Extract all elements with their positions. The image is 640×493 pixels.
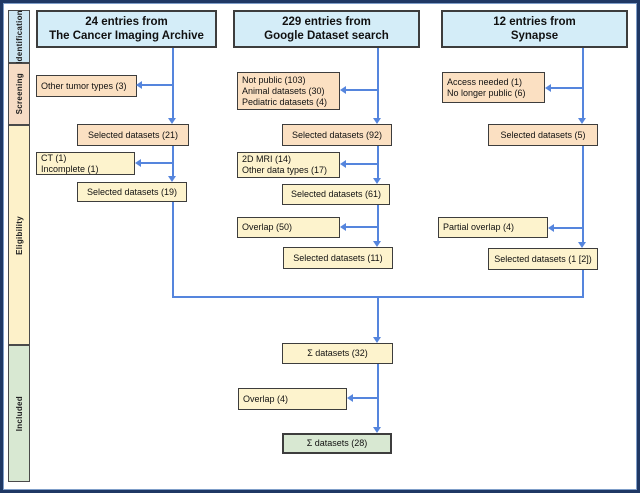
box-line: Selected datasets (61)	[290, 189, 382, 199]
box-line: Other tumor types (3)	[41, 80, 127, 91]
box-tcia-exclusion-eligibility: CT (1) Incomplete (1)	[36, 152, 135, 175]
arrow-down-icon	[373, 118, 381, 124]
stage-screening: Screening	[8, 63, 30, 125]
box-overlap-final: Overlap (4)	[238, 388, 347, 410]
connector-line	[172, 202, 174, 298]
arrow-down-icon	[578, 118, 586, 124]
box-synapse-selected-screening: Selected datasets (5)	[488, 124, 598, 146]
box-line: No longer public (6)	[447, 87, 526, 98]
header-synapse: 12 entries from Synapse	[441, 10, 628, 48]
arrow-down-icon	[168, 176, 176, 182]
header-google-line2: Google Dataset search	[264, 30, 389, 42]
box-included-datasets: Σ datasets (28)	[282, 433, 392, 454]
header-synapse-line1: 12 entries from	[493, 16, 576, 28]
box-google-selected-eligibility: Selected datasets (61)	[282, 184, 390, 205]
box-google-exclusion-eligibility: 2D MRI (14) Other data types (17)	[237, 152, 340, 178]
connector-line	[377, 205, 379, 242]
header-tcia-line1: 24 entries from	[85, 16, 168, 28]
connector-line	[377, 296, 379, 338]
stage-included: Included	[8, 345, 30, 482]
box-line: Overlap (4)	[243, 393, 289, 404]
box-google-overlap: Overlap (50)	[237, 217, 340, 238]
box-google-selected-final: Selected datasets (11)	[283, 247, 393, 269]
box-line: Not public (103)	[242, 74, 306, 85]
arrow-left-icon	[545, 84, 551, 92]
box-line: Σ datasets (32)	[307, 348, 368, 358]
stage-identification: Identification	[8, 9, 30, 64]
connector-line	[141, 162, 174, 164]
box-tcia-exclusion-screening: Other tumor types (3)	[36, 75, 137, 97]
arrow-down-icon	[373, 427, 381, 433]
stage-screening-label: Screening	[14, 73, 24, 115]
box-line: Access needed (1)	[447, 76, 523, 87]
box-synapse-selected-final: Selected datasets (1 [2])	[488, 248, 598, 270]
connector-line	[554, 227, 583, 229]
arrow-left-icon	[347, 394, 353, 402]
connector-line	[377, 48, 379, 119]
connector-line	[551, 87, 583, 89]
box-tcia-selected-eligibility: Selected datasets (19)	[77, 182, 187, 202]
box-line: Σ datasets (28)	[306, 438, 368, 448]
box-google-exclusion-screening: Not public (103) Animal datasets (30) Pe…	[237, 72, 340, 110]
box-synapse-exclusion-screening: Access needed (1) No longer public (6)	[442, 72, 545, 103]
arrow-down-icon	[373, 337, 381, 343]
box-line: Animal datasets (30)	[242, 85, 325, 96]
box-tcia-selected-screening: Selected datasets (21)	[77, 124, 189, 146]
stage-identification-label: Identification	[14, 9, 24, 64]
arrow-left-icon	[340, 160, 346, 168]
connector-line	[172, 146, 174, 177]
arrow-down-icon	[168, 118, 176, 124]
box-line: Selected datasets (1 [2])	[494, 253, 592, 264]
stage-eligibility: Eligibility	[8, 125, 30, 345]
header-tcia: 24 entries from The Cancer Imaging Archi…	[36, 10, 217, 48]
box-line: Selected datasets (5)	[500, 129, 586, 140]
connector-line	[172, 48, 174, 119]
box-line: Selected datasets (11)	[293, 252, 383, 263]
connector-line	[582, 146, 584, 243]
connector-line	[582, 48, 584, 119]
arrow-down-icon	[373, 178, 381, 184]
stage-eligibility-label: Eligibility	[14, 215, 24, 255]
box-line: 2D MRI (14)	[242, 154, 292, 164]
box-line: Selected datasets (19)	[86, 186, 178, 197]
connector-line	[353, 397, 379, 399]
box-sum-datasets: Σ datasets (32)	[282, 343, 393, 364]
box-synapse-partial-overlap: Partial overlap (4)	[438, 217, 548, 238]
stage-included-label: Included	[14, 395, 24, 432]
box-line: Overlap (50)	[242, 222, 293, 232]
connector-line	[582, 270, 584, 298]
box-line: Selected datasets (21)	[87, 129, 179, 140]
connector-line	[377, 146, 379, 179]
header-google-line1: 229 entries from	[282, 16, 371, 28]
box-line: Partial overlap (4)	[443, 222, 515, 232]
connector-line	[346, 226, 379, 228]
header-google: 229 entries from Google Dataset search	[233, 10, 420, 48]
arrow-left-icon	[135, 159, 141, 167]
connector-line	[346, 163, 379, 165]
box-line: Other data types (17)	[242, 165, 328, 175]
header-synapse-line2: Synapse	[510, 30, 559, 42]
connector-line	[142, 84, 174, 86]
arrow-down-icon	[578, 242, 586, 248]
connector-line	[377, 364, 379, 428]
arrow-left-icon	[548, 224, 554, 232]
arrow-left-icon	[340, 86, 346, 94]
box-line: CT (1)	[41, 152, 67, 163]
header-tcia-line2: The Cancer Imaging Archive	[49, 30, 204, 42]
arrow-left-icon	[340, 223, 346, 231]
arrow-down-icon	[373, 241, 381, 247]
box-google-selected-screening: Selected datasets (92)	[282, 124, 392, 146]
box-line: Incomplete (1)	[41, 163, 99, 174]
arrow-left-icon	[136, 81, 142, 89]
box-line: Selected datasets (92)	[291, 129, 383, 140]
box-line: Pediatric datasets (4)	[242, 96, 328, 107]
connector-line	[346, 89, 379, 91]
